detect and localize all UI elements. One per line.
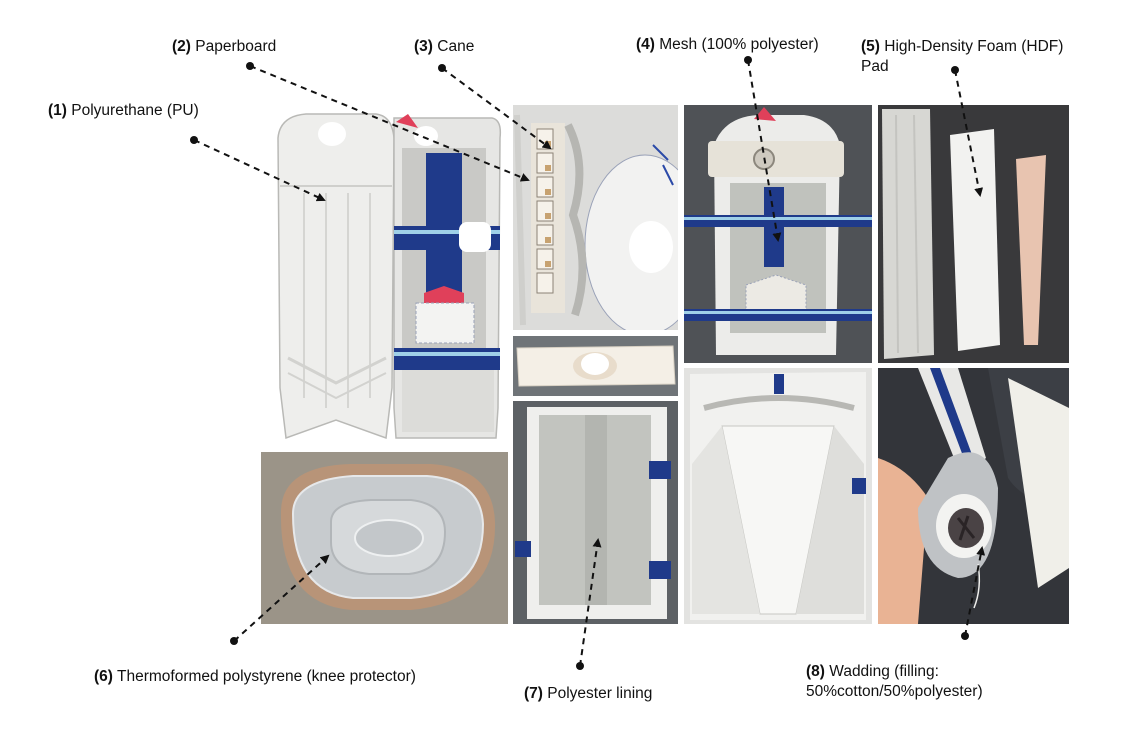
leader-dot	[438, 64, 446, 72]
lining-photo	[513, 401, 678, 624]
label-polyurethane: (1) Polyurethane (PU)	[48, 102, 199, 119]
knee-roll-photo	[513, 336, 678, 396]
label-cane: (3) Cane	[414, 38, 475, 55]
pad-photo	[266, 108, 510, 446]
mesh-photo	[684, 105, 872, 363]
cane-section-photo	[513, 105, 678, 330]
label-wadding: (8) Wadding (filling: 50%cotton/50%polye…	[806, 663, 983, 700]
label-mesh: (4) Mesh (100% polyester)	[636, 36, 819, 53]
leader-dot	[230, 637, 238, 645]
foam-photo	[878, 105, 1069, 363]
leader-dot	[961, 632, 969, 640]
label-knee-protector: (6) Thermoformed polystyrene (knee prote…	[94, 668, 416, 685]
leader-dot	[576, 662, 584, 670]
label-paperboard: (2) Paperboard	[172, 38, 277, 55]
leader-dot	[246, 62, 254, 70]
label-polyester-lining: (7) Polyester lining	[524, 685, 653, 702]
leader-dot	[190, 136, 198, 144]
leader-dot	[744, 56, 752, 64]
inner-pad-photo	[684, 368, 872, 624]
label-hdf-foam: (5) High-Density Foam (HDF) Pad	[861, 38, 1064, 75]
knee-protector-photo	[261, 452, 508, 624]
wadding-photo	[878, 368, 1069, 624]
